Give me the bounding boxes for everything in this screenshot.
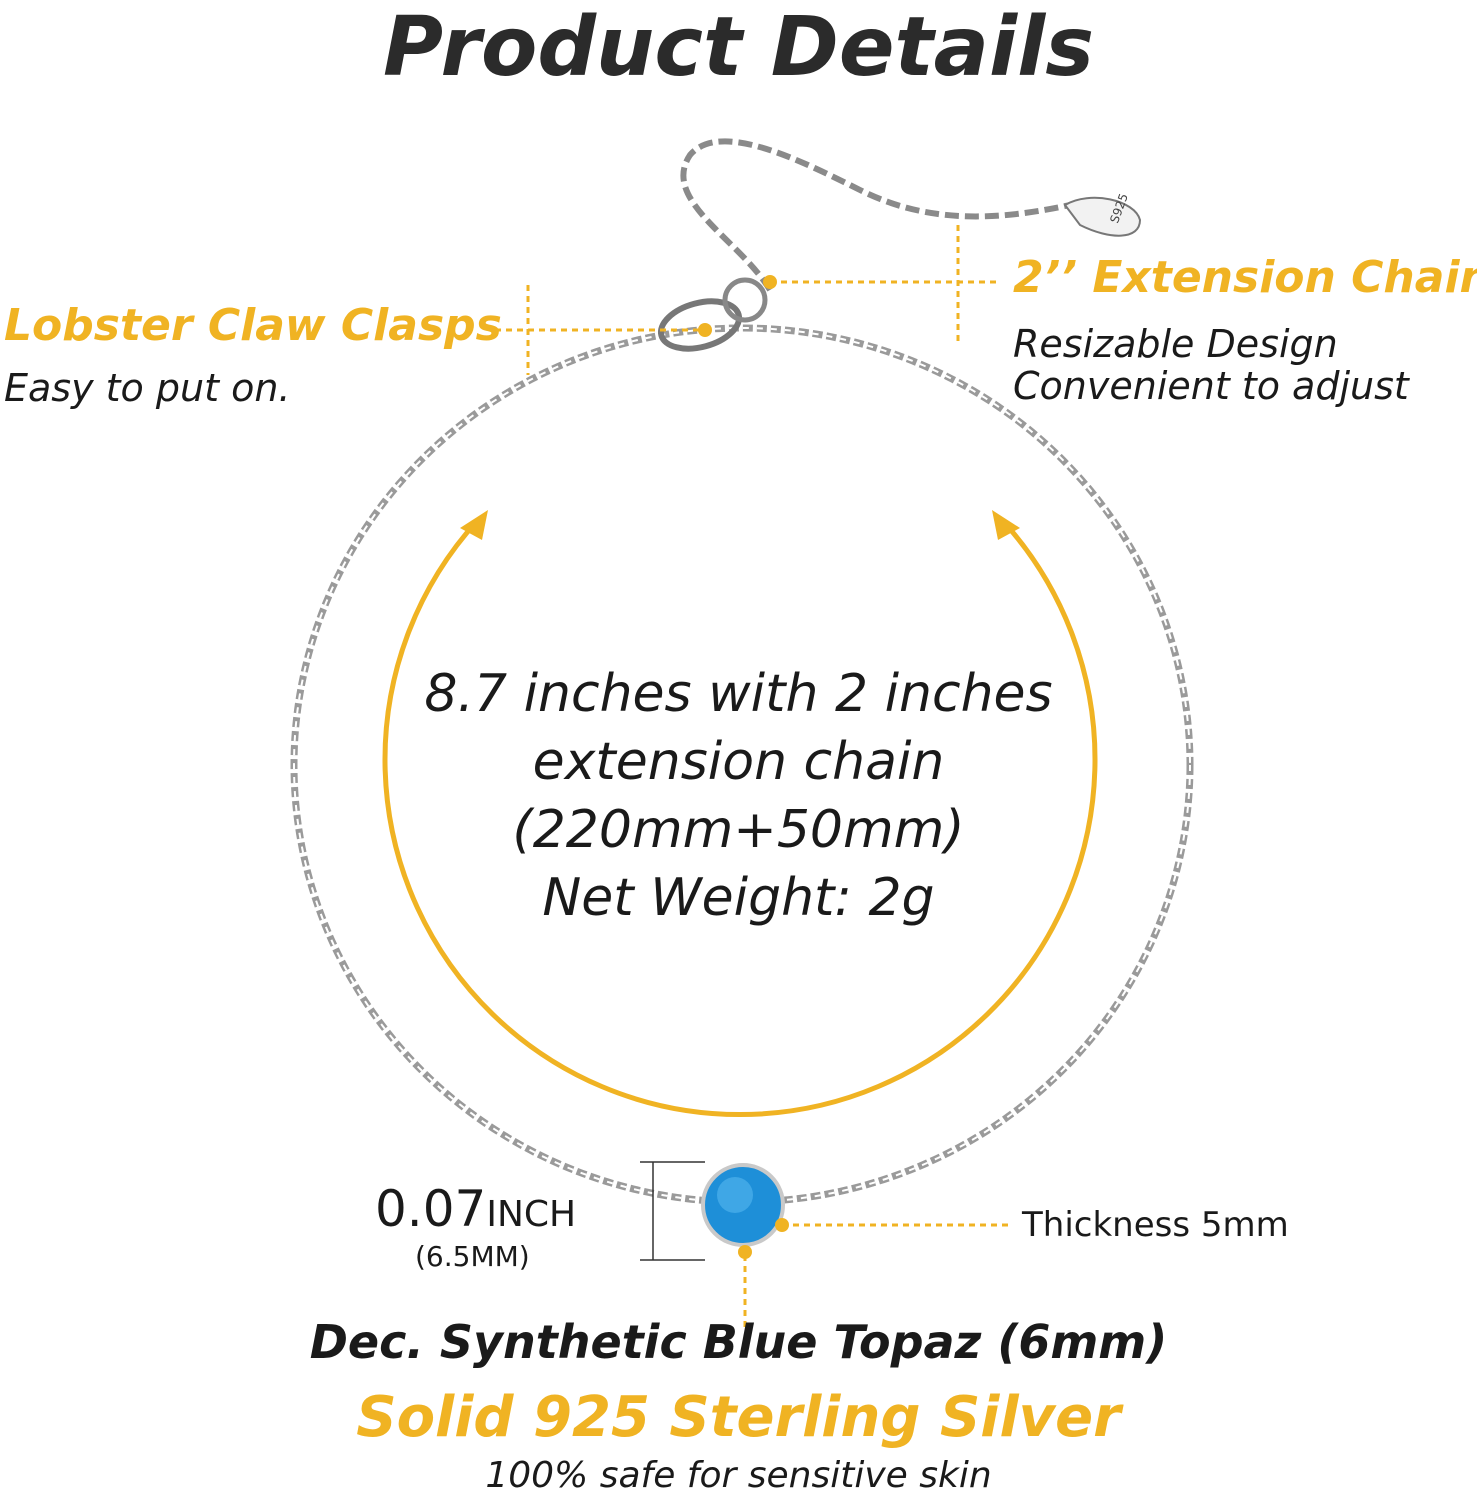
size-arc	[382, 518, 1098, 1117]
arrow-right-icon	[992, 510, 1020, 540]
size-line4: Net Weight: 2g	[542, 868, 935, 928]
extension-chain	[680, 138, 1071, 292]
arrow-left-icon	[460, 510, 488, 540]
stone-label: Dec. Synthetic Blue Topaz (6mm)	[309, 1315, 1168, 1369]
clasp-sub: Easy to put on.	[4, 366, 291, 410]
gem-size-unit: INCH	[486, 1194, 577, 1235]
size-info: 8.7 inches with 2 inches extension chain…	[0, 660, 1477, 932]
thickness-label: Thickness 5mm	[1022, 1205, 1289, 1245]
material-label: Solid 925 Sterling Silver	[356, 1385, 1121, 1450]
gem-size: 0.07INCH	[375, 1180, 576, 1238]
clasp-heading: Lobster Claw Clasps	[4, 300, 502, 351]
lobster-clasp	[657, 298, 743, 352]
size-line3: (220mm+50mm)	[512, 800, 965, 860]
size-line2: extension chain	[532, 732, 945, 792]
s925-tag	[1063, 196, 1142, 237]
gem-size-metric: (6.5MM)	[415, 1240, 530, 1273]
extension-heading: 2’’ Extension Chain	[1013, 252, 1477, 303]
page-title: Product Details	[382, 0, 1094, 95]
gem-size-value: 0.07	[375, 1180, 487, 1238]
extension-sub2: Convenient to adjust	[1013, 364, 1409, 408]
size-line1: 8.7 inches with 2 inches	[424, 664, 1053, 724]
extension-sub1: Resizable Design	[1013, 322, 1338, 366]
safety-label: 100% safe for sensitive skin	[485, 1455, 992, 1496]
